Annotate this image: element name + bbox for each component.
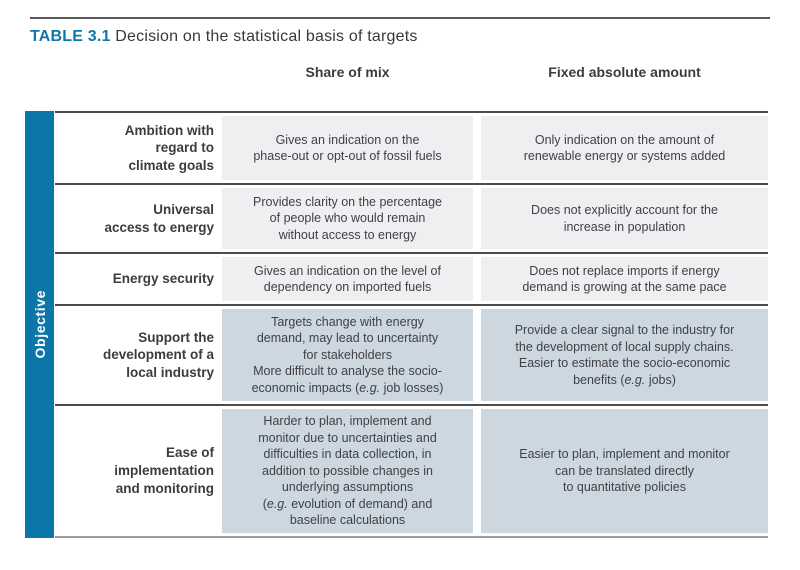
table-row: Support the development of a local indus… — [55, 304, 768, 404]
row-label: Universal access to energy — [104, 201, 214, 235]
column-header-share-of-mix: Share of mix — [305, 64, 390, 80]
cell-share-of-mix: Gives an indication on the level of depe… — [222, 257, 473, 301]
cell-share-of-mix: Provides clarity on the percentage of pe… — [222, 188, 473, 249]
objective-label: Objective — [31, 290, 48, 359]
table-title-text: Decision on the statistical basis of tar… — [115, 28, 418, 45]
row-label: Support the development of a local indus… — [102, 329, 214, 380]
row-label: Energy security — [112, 271, 214, 287]
cell-fixed-absolute-amount: Does not replace imports if energy deman… — [481, 257, 768, 301]
table-number: TABLE 3.1 — [30, 28, 111, 45]
cell-fixed-absolute-amount: Provide a clear signal to the industry f… — [481, 309, 768, 401]
cell-share-of-mix: Gives an indication on the phase-out or … — [222, 116, 473, 180]
cell-fixed-absolute-amount: Easier to plan, implement and monitor ca… — [481, 409, 768, 533]
cell-share-of-mix: Harder to plan, implement and monitor du… — [222, 409, 473, 533]
table-row: Universal access to energy Provides clar… — [55, 183, 768, 252]
top-rule — [30, 17, 770, 19]
row-label: Ease of implementation and monitoring — [114, 445, 214, 496]
table-rows: Ambition with regard to climate goals Gi… — [55, 111, 768, 538]
cell-share-of-mix: Targets change with energy demand, may l… — [222, 309, 473, 401]
cell-fixed-absolute-amount: Does not explicitly account for the incr… — [481, 188, 768, 249]
table-row: Ease of implementation and monitoring Ha… — [55, 404, 768, 536]
objective-side-bar: Objective — [25, 111, 54, 538]
table-row: Ambition with regard to climate goals Gi… — [55, 111, 768, 183]
table-row: Energy security Gives an indication on t… — [55, 252, 768, 304]
column-headers: Share of mix Fixed absolute amount — [0, 64, 800, 171]
table-title: TABLE 3.1 Decision on the statistical ba… — [30, 28, 418, 46]
column-header-fixed-absolute-amount: Fixed absolute amount — [548, 64, 701, 80]
decision-table: Objective Ambition with regard to climat… — [25, 111, 768, 538]
row-label: Ambition with regard to climate goals — [124, 122, 214, 173]
cell-fixed-absolute-amount: Only indication on the amount of renewab… — [481, 116, 768, 180]
